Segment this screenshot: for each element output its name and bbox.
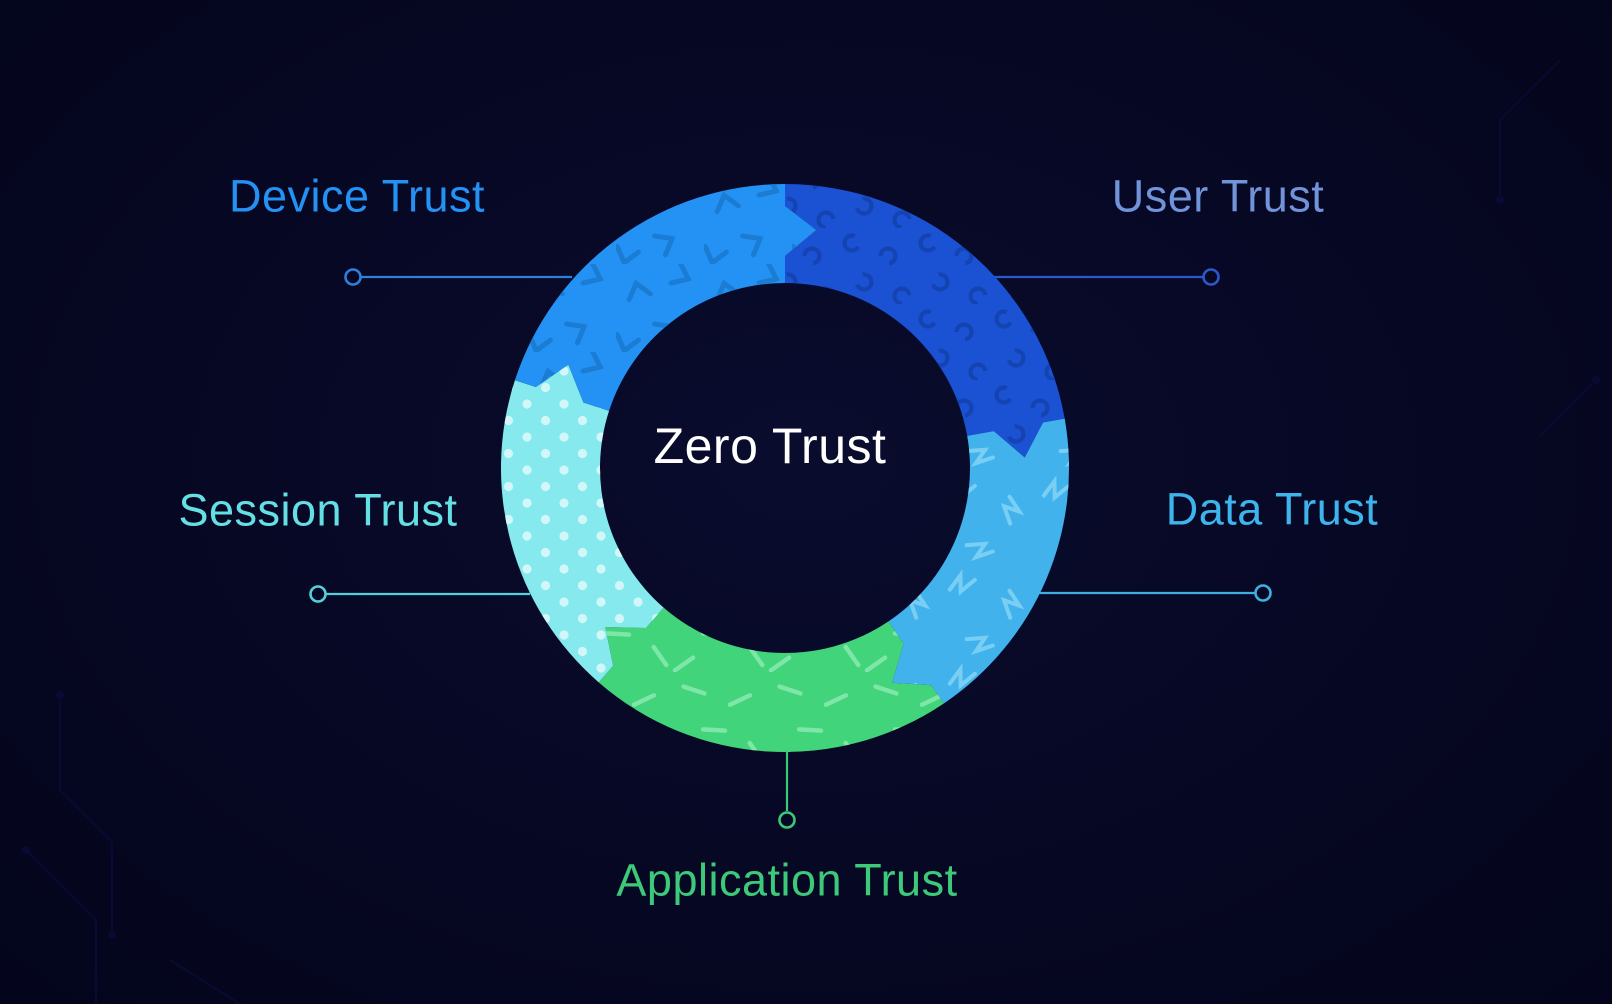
donut-segments bbox=[500, 184, 1069, 752]
center-label-zero-trust: Zero Trust bbox=[653, 418, 887, 474]
segment-pattern-data bbox=[888, 418, 1069, 704]
leader-dot-session bbox=[309, 585, 327, 603]
label-data-trust: Data Trust bbox=[1165, 483, 1379, 535]
leader-dot-device bbox=[344, 268, 362, 286]
leader-dot-data bbox=[1254, 584, 1272, 602]
label-session-trust: Session Trust bbox=[178, 484, 458, 536]
segment-pattern-user bbox=[785, 184, 1065, 458]
segment-pattern-application bbox=[598, 607, 944, 752]
label-device-trust: Device Trust bbox=[228, 170, 486, 222]
segment-pattern-device bbox=[514, 184, 817, 411]
leader-dot-user bbox=[1202, 268, 1220, 286]
label-user-trust: User Trust bbox=[1111, 170, 1325, 222]
leader-dot-application bbox=[778, 811, 796, 829]
background-circuit-decoration bbox=[22, 59, 1600, 1004]
leader-lines bbox=[309, 268, 1272, 829]
label-application-trust: Application Trust bbox=[616, 854, 958, 906]
segment-pattern-session bbox=[500, 364, 664, 683]
